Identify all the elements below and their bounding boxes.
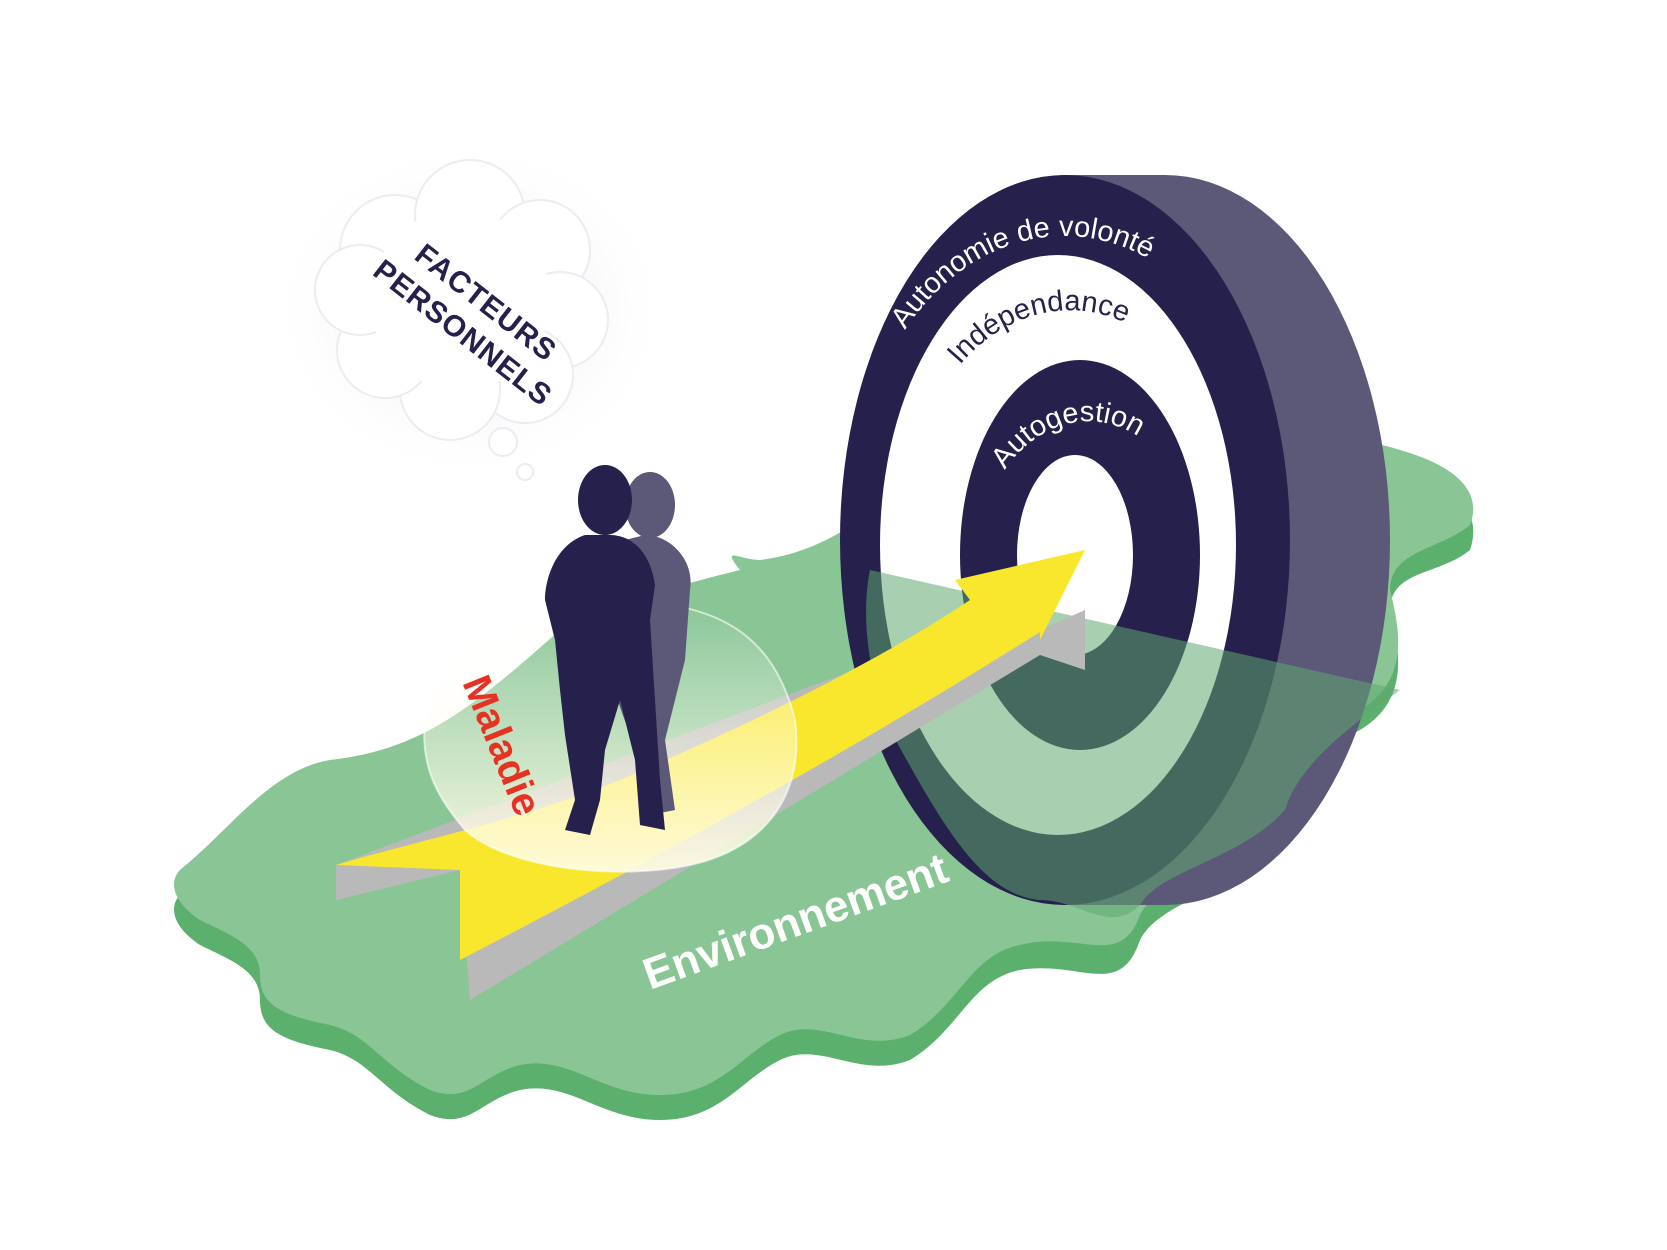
thought-cloud bbox=[314, 159, 609, 441]
thought-dot-small bbox=[516, 463, 534, 481]
thought-dot-large bbox=[488, 427, 518, 457]
person bbox=[545, 465, 665, 835]
